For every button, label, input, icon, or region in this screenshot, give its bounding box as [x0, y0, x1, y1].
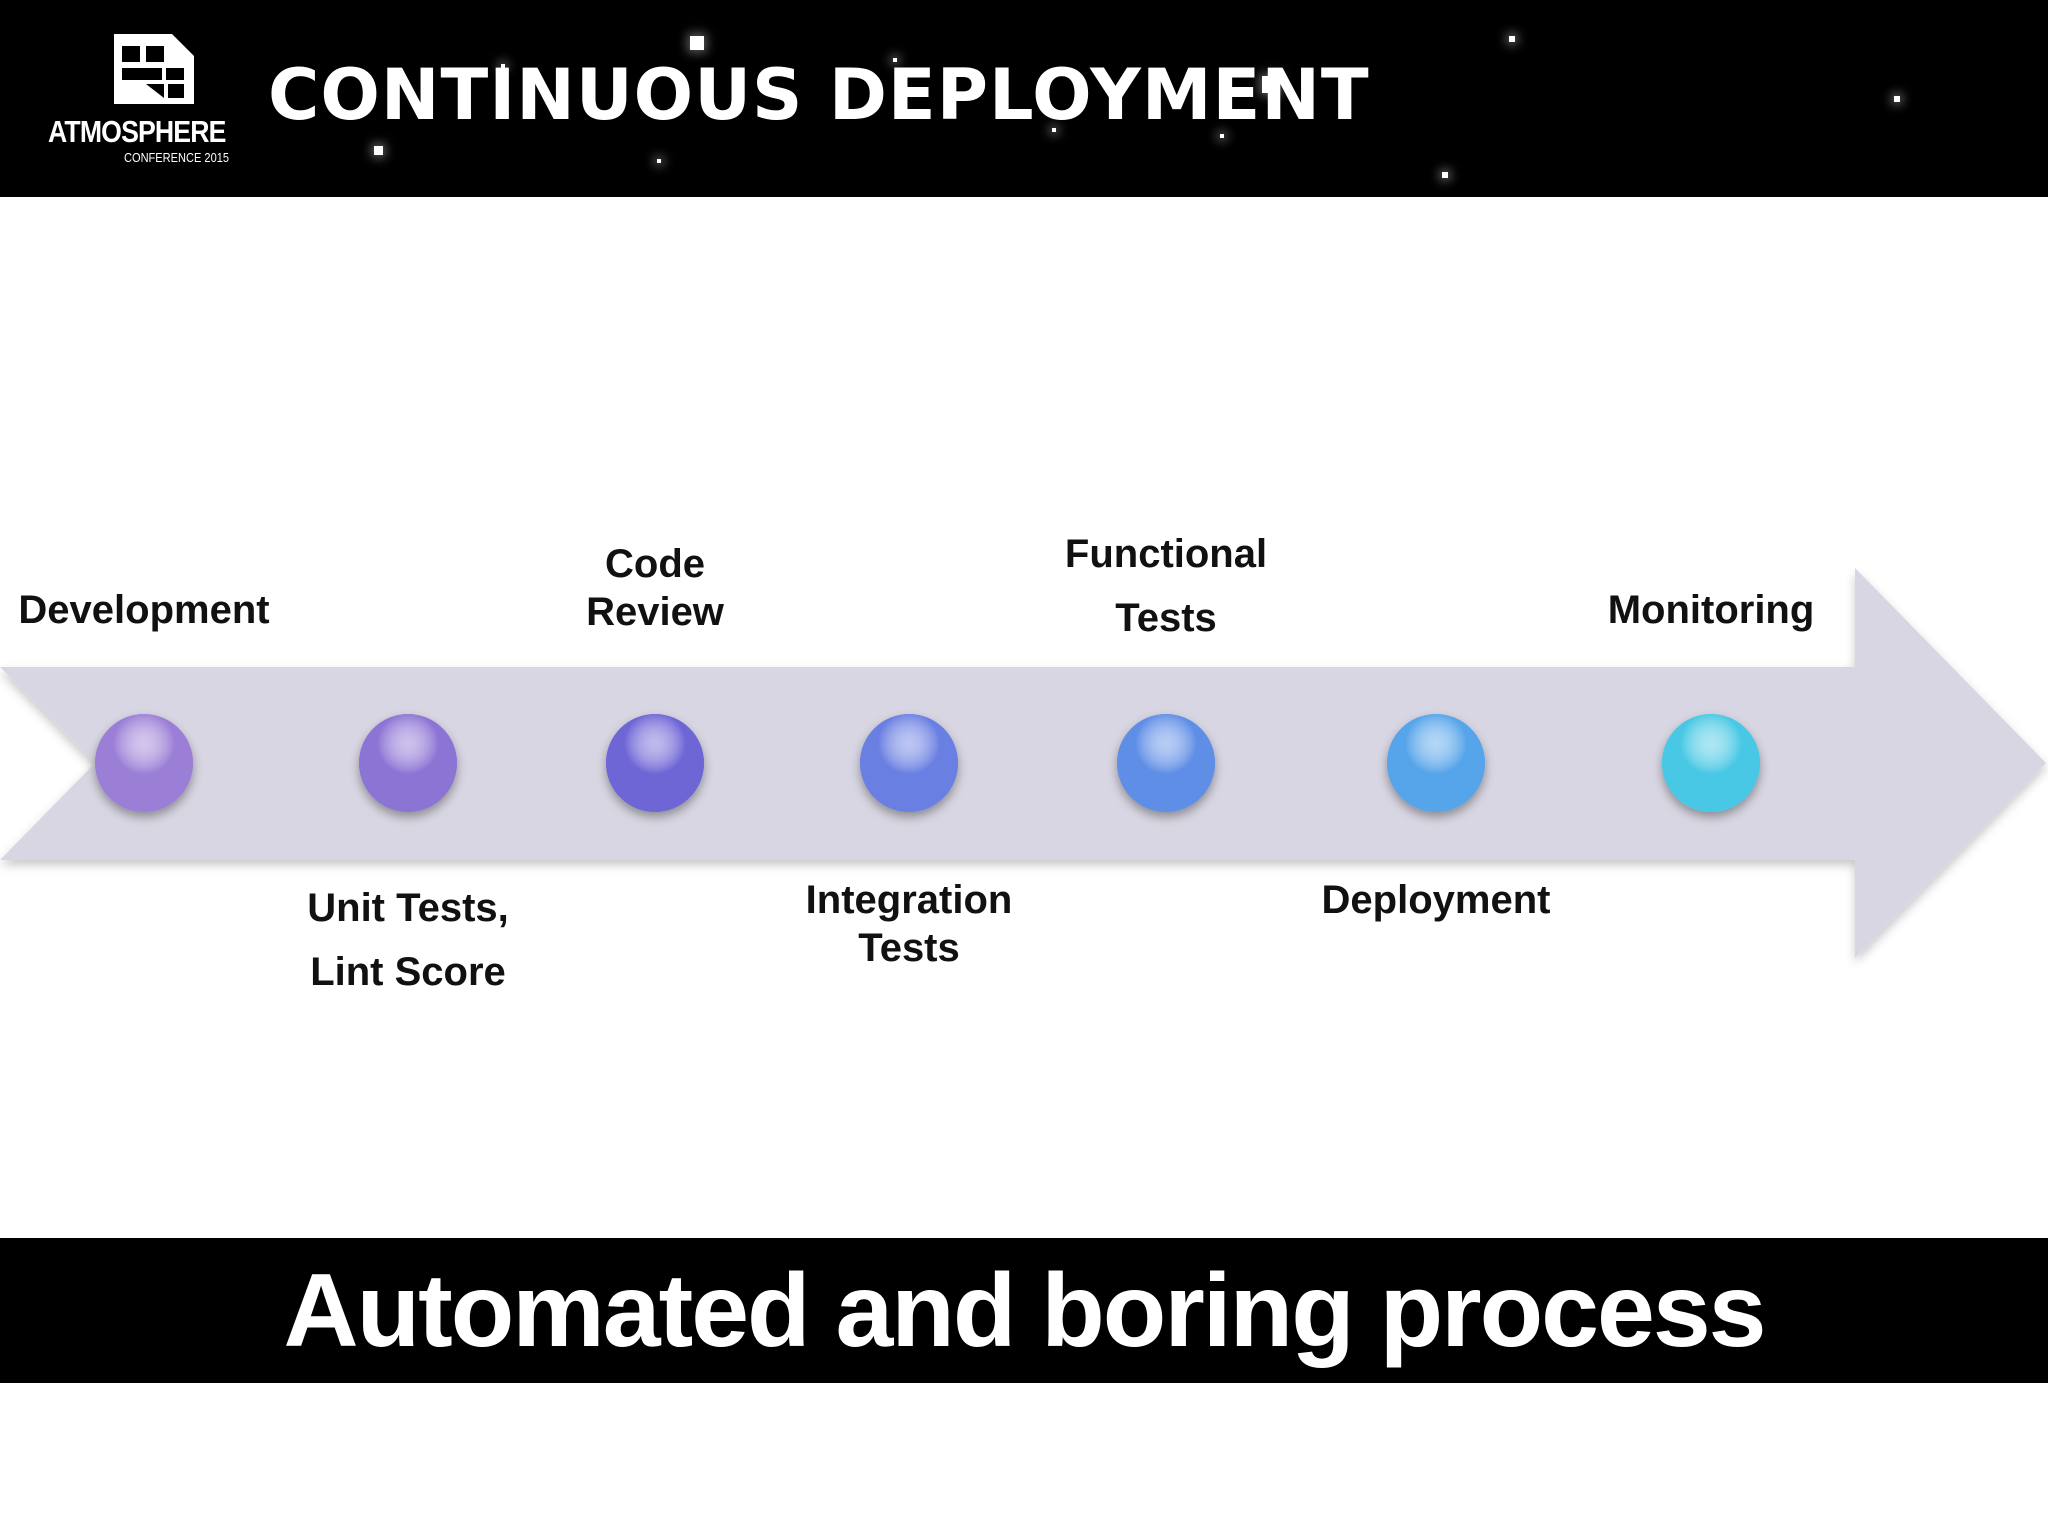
star-decoration [1220, 134, 1224, 138]
atmosphere-logo: ATMOSPHERE CONFERENCE 2015 [48, 28, 258, 168]
star-decoration [1509, 36, 1515, 42]
star-decoration [1052, 128, 1056, 132]
step-label: Deployment [1322, 876, 1551, 924]
step-label-line: Integration [805, 878, 1013, 922]
atmosphere-logo-icon [114, 34, 194, 104]
star-decoration [501, 64, 505, 68]
logo-name: ATMOSPHERE [48, 114, 226, 149]
pipeline-diagram [0, 568, 2046, 958]
pipeline-step-dot-highlight [860, 714, 958, 812]
pipeline-arrow [0, 568, 2046, 958]
step-label-line: Deployment [1321, 878, 1551, 922]
star-decoration [374, 146, 383, 155]
step-label-line: Tests [1115, 596, 1217, 640]
step-label: Unit Tests, Lint Score [307, 876, 509, 1004]
footer-text: Automated and boring process [283, 1253, 1766, 1369]
pipeline-step-dot-highlight [1387, 714, 1485, 812]
pipeline-step-dot-highlight [359, 714, 457, 812]
pipeline-dots [95, 714, 1760, 812]
step-label-line: Code [604, 542, 705, 586]
star-decoration [690, 36, 704, 50]
pipeline-step-dot-highlight [95, 714, 193, 812]
star-decoration [1262, 76, 1279, 93]
pipeline-step-dot-highlight [1117, 714, 1215, 812]
footer-banner: Automated and boring process [0, 1238, 2048, 1383]
step-label: Monitoring [1608, 586, 1815, 634]
logo-subtitle: CONFERENCE 2015 [124, 150, 230, 165]
step-label-line: Development [18, 588, 270, 632]
step-label-line: Review [586, 590, 724, 634]
star-decoration [1442, 172, 1448, 178]
step-label-line: Lint Score [310, 950, 506, 994]
slide-header: ATMOSPHERE CONFERENCE 2015 CONTINUOUS DE… [0, 0, 2048, 197]
step-label-line: Monitoring [1607, 588, 1815, 632]
star-decoration [657, 159, 661, 163]
step-label-line: Unit Tests, [307, 886, 509, 930]
star-decoration [893, 58, 897, 62]
pipeline-step-dot-highlight [606, 714, 704, 812]
star-decoration [1894, 96, 1900, 102]
step-label-line: Functional [1064, 532, 1268, 576]
pipeline-step-dot-highlight [1662, 714, 1760, 812]
step-label-line: Tests [858, 926, 960, 970]
slide-title: CONTINUOUS DEPLOYMENT [268, 54, 1370, 136]
step-label: Development [18, 586, 269, 634]
